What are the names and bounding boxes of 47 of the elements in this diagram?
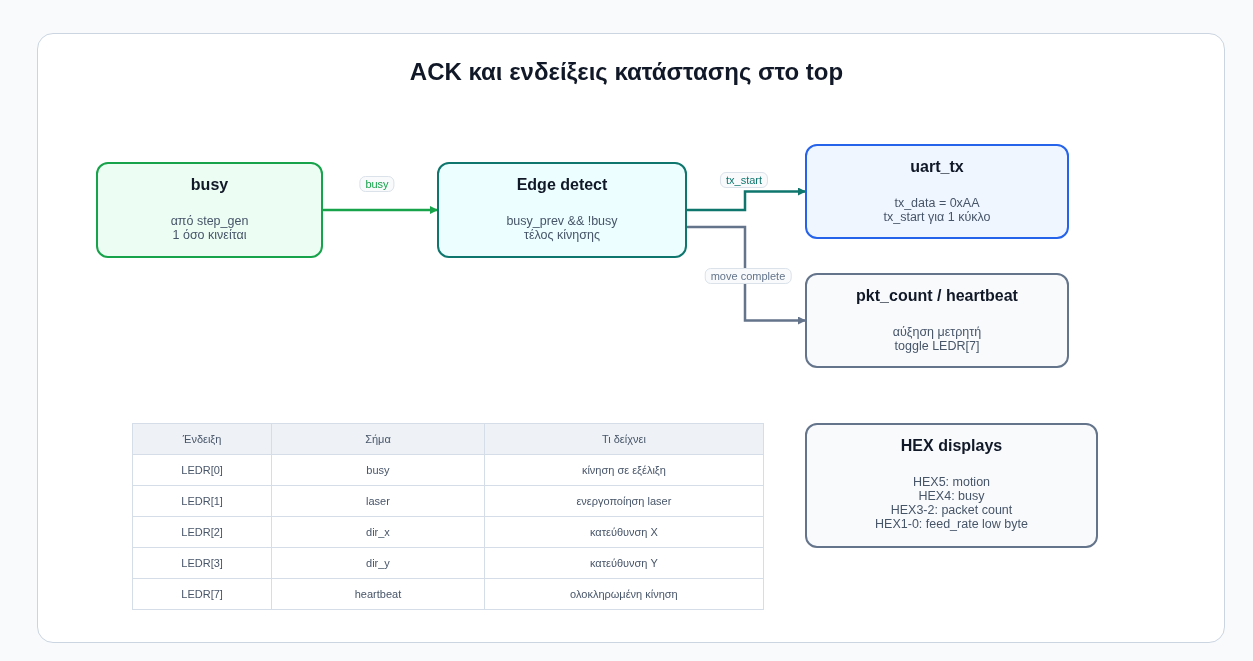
table-cell: dir_x	[271, 516, 485, 548]
table-cell: LEDR[3]	[132, 547, 272, 579]
box-text: αύξηση μετρητή	[892, 325, 982, 339]
edge-label: move complete	[704, 268, 792, 284]
edge-label: tx_start	[719, 172, 769, 188]
arrow	[687, 187, 806, 212]
box-heading: pkt_count / heartbeat	[856, 287, 1018, 305]
table-cell: LEDR[0]	[132, 454, 272, 486]
box-text: tx_data = 0xAA	[894, 196, 980, 210]
table-cell: LEDR[1]	[132, 485, 272, 517]
table-cell: busy	[271, 454, 485, 486]
box-text: HEX4: busy	[918, 489, 985, 503]
table-cell: κίνηση σε εξέλιξη	[484, 454, 764, 486]
box-heading: HEX displays	[900, 437, 1003, 455]
table-cell: κατεύθυνση X	[484, 516, 764, 548]
table-cell: LEDR[7]	[132, 578, 272, 610]
box-text: tx_start για 1 κύκλο	[883, 210, 991, 224]
box-heading: uart_tx	[910, 158, 964, 176]
box-text: 1 όσο κινείται	[172, 228, 247, 242]
table-cell: LEDR[2]	[132, 516, 272, 548]
box-text: από step_gen	[170, 214, 249, 228]
box-text: HEX3-2: packet count	[890, 503, 1013, 517]
process-box	[437, 162, 687, 258]
edge-label: busy	[359, 176, 395, 192]
process-box	[805, 273, 1069, 368]
table-cell: heartbeat	[271, 578, 485, 610]
box-text: HEX1-0: feed_rate low byte	[875, 517, 1028, 531]
table-cell: ενεργοποίηση laser	[484, 485, 764, 517]
box-text: τέλος κίνησης	[524, 228, 600, 242]
header-cell: Τι δείχνει	[484, 423, 764, 455]
arrow	[687, 225, 806, 325]
box-text: busy_prev && !busy	[506, 214, 618, 228]
box-text: toggle LEDR[7]	[894, 339, 980, 353]
diagram-title: ACK και ενδείξεις κατάστασης στο top	[408, 58, 845, 86]
box-text: HEX5: motion	[912, 475, 991, 489]
process-box	[805, 144, 1069, 239]
arrow	[323, 206, 438, 214]
header-cell: Ένδειξη	[132, 423, 272, 455]
table-cell: ολοκληρωμένη κίνηση	[484, 578, 764, 610]
box-heading: Edge detect	[516, 176, 608, 194]
table-cell: laser	[271, 485, 485, 517]
box-heading: busy	[190, 176, 229, 194]
process-box	[805, 423, 1098, 548]
process-box	[96, 162, 323, 258]
table-cell: dir_y	[271, 547, 485, 579]
header-cell: Σήμα	[271, 423, 485, 455]
table-cell: κατεύθυνση Y	[484, 547, 764, 579]
